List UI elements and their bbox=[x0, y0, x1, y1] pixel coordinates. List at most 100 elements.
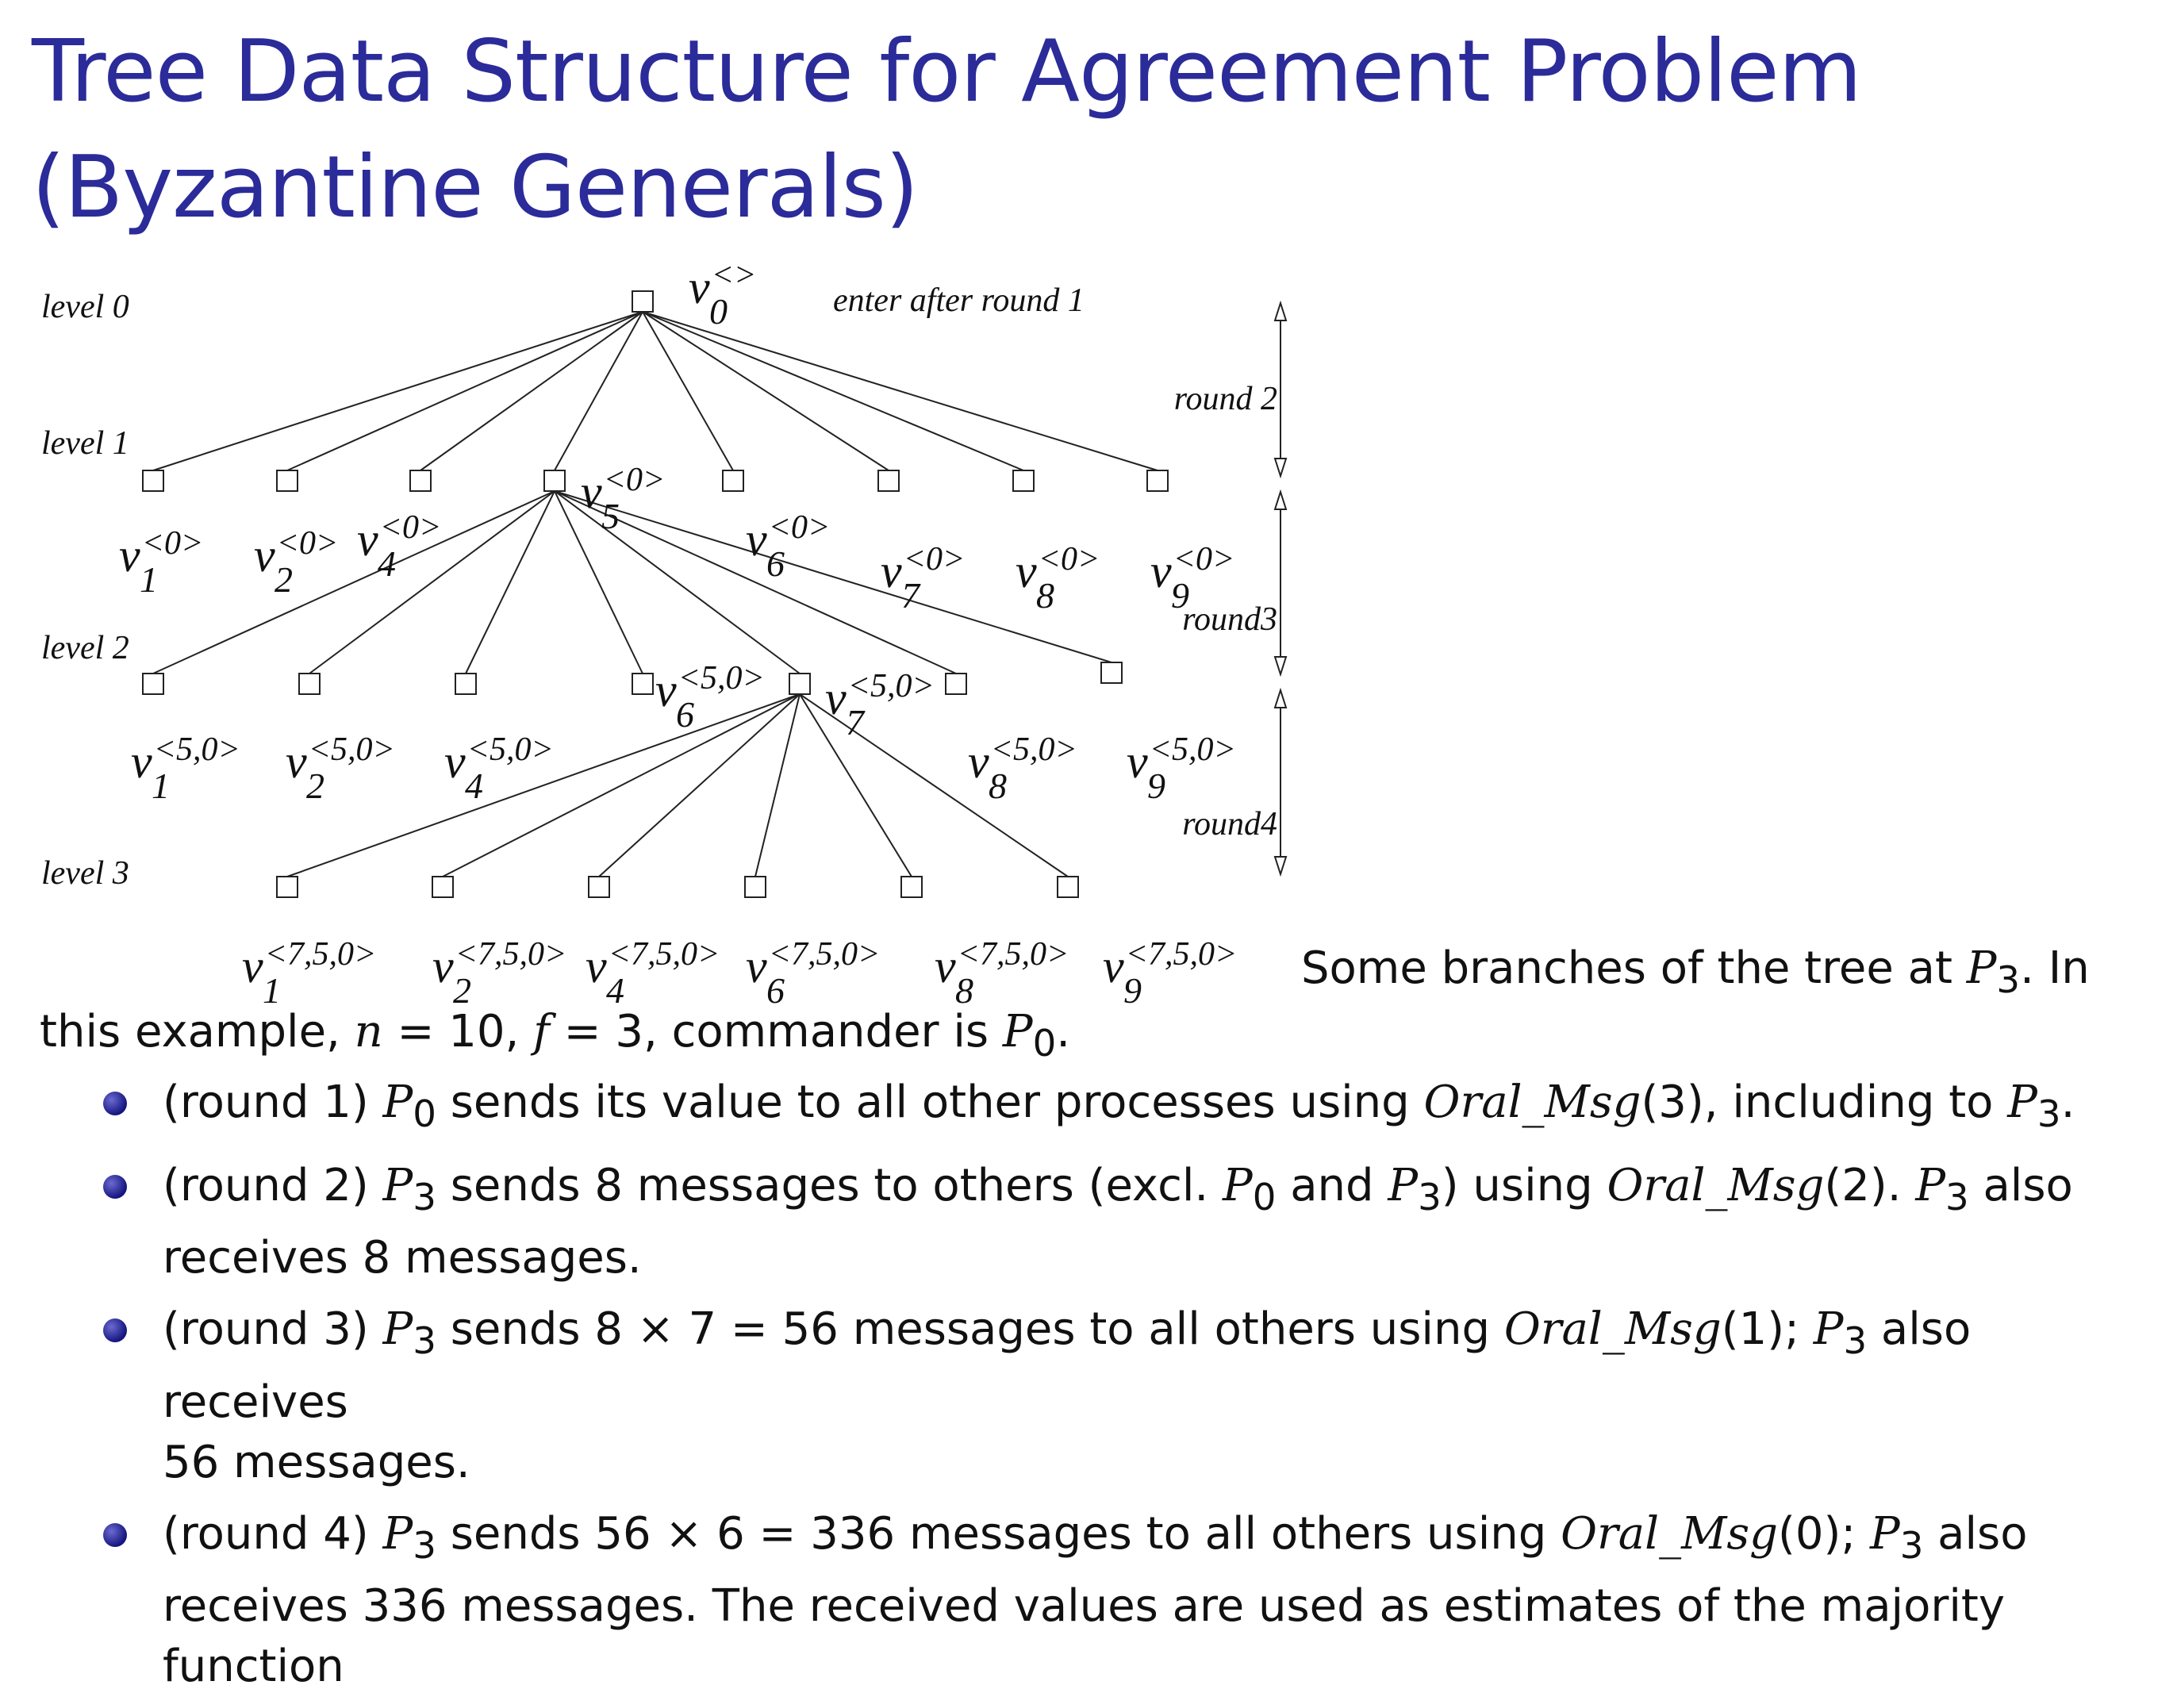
tree-node-level1 bbox=[276, 470, 298, 492]
round-label: round3 bbox=[1182, 601, 1277, 638]
level-label: level 0 bbox=[41, 289, 129, 325]
tree-node-level1 bbox=[409, 470, 432, 492]
tree-node-level1 bbox=[1146, 470, 1169, 492]
vertex-label-level2: v<5,0> bbox=[1127, 731, 1236, 788]
vertex-label-level1-subscript: 2 bbox=[275, 559, 293, 600]
vertex-label-level1-subscript: 9 bbox=[1171, 575, 1189, 616]
tree-node-level3 bbox=[900, 876, 923, 898]
edge-v5-to-level2 bbox=[309, 490, 555, 674]
vertex-label-level2-subscript: 2 bbox=[306, 766, 324, 806]
caption-line-1: Some branches of the tree at P3. In bbox=[1301, 942, 2090, 1003]
slide-title: Tree Data Structure for Agreement Proble… bbox=[32, 22, 1862, 237]
tree-node-level2 bbox=[1100, 662, 1123, 684]
tree-node-level3 bbox=[276, 876, 298, 898]
annotation-enter-after-round-1: enter after round 1 bbox=[833, 282, 1085, 319]
vertex-label-level1-subscript: 4 bbox=[378, 543, 396, 584]
bullet-icon bbox=[103, 1318, 127, 1343]
tree-node-level3 bbox=[432, 876, 454, 898]
bullet-round-4: (round 4) P3 sends 56 × 6 = 336 messages… bbox=[103, 1504, 2150, 1697]
bullet-round-3: (round 3) P3 sends 8 × 7 = 56 messages t… bbox=[103, 1299, 2150, 1492]
tree-node-level2 bbox=[632, 673, 654, 695]
bullet-round-1: (round 1) P0 sends its value to all othe… bbox=[103, 1073, 2150, 1145]
arrow-down-icon bbox=[1273, 656, 1288, 677]
vertex-label-level2-subscript: 8 bbox=[989, 766, 1007, 806]
tree-node-root bbox=[632, 290, 654, 313]
vertex-label-level3: v<7,5,0> bbox=[242, 936, 376, 992]
arrow-up-icon bbox=[1273, 687, 1288, 708]
edge-v7-to-level3 bbox=[799, 693, 1069, 877]
vertex-label-root: v<> bbox=[689, 257, 756, 313]
vertex-label-level2-subscript: 1 bbox=[152, 766, 170, 806]
edge-v7-to-level3 bbox=[754, 693, 801, 877]
arrow-down-icon bbox=[1273, 458, 1288, 479]
vertex-label-level3-subscript: 8 bbox=[955, 970, 973, 1011]
level-label: level 3 bbox=[41, 855, 129, 892]
vertex-label-root-subscript: 0 bbox=[709, 291, 728, 332]
edge-root-to-level1 bbox=[642, 311, 1024, 471]
vertex-label-level1: v<0> bbox=[1150, 541, 1234, 597]
tree-node-level1 bbox=[1012, 470, 1035, 492]
vertex-label-level1: v<0> bbox=[881, 541, 965, 597]
vertex-label-level2: v<5,0> bbox=[131, 731, 240, 788]
bullet-icon bbox=[103, 1522, 127, 1547]
tree-node-level2 bbox=[789, 673, 811, 695]
tree-node-level1 bbox=[543, 470, 566, 492]
vertex-label-level2: v<5,0> bbox=[286, 731, 395, 788]
vertex-label-level1: v<0> bbox=[746, 509, 830, 566]
round-label: round4 bbox=[1182, 806, 1277, 842]
vertex-label-level1: v<0> bbox=[119, 525, 203, 581]
vertex-label-level3: v<7,5,0> bbox=[432, 936, 566, 992]
vertex-label-level2: v<5,0> bbox=[655, 660, 765, 716]
level-label: level 2 bbox=[41, 630, 129, 666]
vertex-label-level3: v<7,5,0> bbox=[746, 936, 880, 992]
caption-line-2: this example, n = 10, f = 3, commander i… bbox=[40, 1006, 1071, 1066]
edge-root-to-level1 bbox=[642, 311, 734, 471]
vertex-label-level3: v<7,5,0> bbox=[935, 936, 1069, 992]
edge-v5-to-level2 bbox=[554, 490, 957, 674]
bullet-icon bbox=[103, 1092, 127, 1115]
edge-root-to-level1 bbox=[642, 311, 889, 471]
edge-root-to-level1 bbox=[286, 311, 643, 471]
vertex-label-level1-subscript: 5 bbox=[601, 496, 620, 536]
vertex-label-level1-subscript: 8 bbox=[1036, 575, 1054, 616]
round-bullet-list: (round 1) P0 sends its value to all othe… bbox=[103, 1073, 2150, 1708]
vertex-label-level3-subscript: 9 bbox=[1123, 970, 1142, 1011]
tree-node-level1 bbox=[722, 470, 744, 492]
tree-node-level2 bbox=[455, 673, 477, 695]
vertex-label-level2: v<5,0> bbox=[825, 668, 935, 724]
bullet-round-2: (round 2) P3 sends 8 messages to others … bbox=[103, 1156, 2150, 1288]
edge-v7-to-level3 bbox=[598, 693, 801, 877]
tree-node-level2 bbox=[298, 673, 321, 695]
round-label: round 2 bbox=[1174, 381, 1277, 417]
vertex-label-level3: v<7,5,0> bbox=[1103, 936, 1237, 992]
tree-node-level1 bbox=[877, 470, 900, 492]
tree-node-level3 bbox=[1057, 876, 1079, 898]
tree-node-level2 bbox=[945, 673, 967, 695]
vertex-label-level2: v<5,0> bbox=[444, 731, 554, 788]
edge-root-to-level1 bbox=[152, 311, 643, 471]
vertex-label-level2-subscript: 9 bbox=[1147, 766, 1165, 806]
vertex-label-level3-subscript: 4 bbox=[606, 970, 624, 1011]
vertex-label-level3-subscript: 6 bbox=[766, 970, 785, 1011]
arrow-up-icon bbox=[1273, 489, 1288, 510]
edge-v7-to-level3 bbox=[442, 693, 801, 877]
level-label: level 1 bbox=[41, 425, 129, 462]
vertex-label-level2-subscript: 4 bbox=[465, 766, 483, 806]
edge-v5-to-level2 bbox=[465, 490, 555, 674]
edge-root-to-level1 bbox=[554, 311, 643, 471]
vertex-label-level1: v<0> bbox=[1016, 541, 1100, 597]
vertex-label-level2-subscript: 7 bbox=[846, 702, 866, 743]
vertex-label-level2: v<5,0> bbox=[968, 731, 1077, 788]
vertex-label-level3-subscript: 1 bbox=[263, 970, 281, 1011]
edge-v5-to-level2 bbox=[554, 490, 801, 674]
vertex-label-level1: v<0> bbox=[581, 462, 665, 518]
edge-v5-to-level2 bbox=[152, 490, 555, 674]
edge-v5-to-level2 bbox=[554, 490, 1112, 663]
arrow-down-icon bbox=[1273, 856, 1288, 877]
vertex-label-level3-subscript: 2 bbox=[453, 970, 471, 1011]
tree-node-level3 bbox=[588, 876, 610, 898]
vertex-label-level1: v<0> bbox=[357, 509, 441, 566]
tree-node-level3 bbox=[744, 876, 766, 898]
arrow-up-icon bbox=[1273, 300, 1288, 321]
